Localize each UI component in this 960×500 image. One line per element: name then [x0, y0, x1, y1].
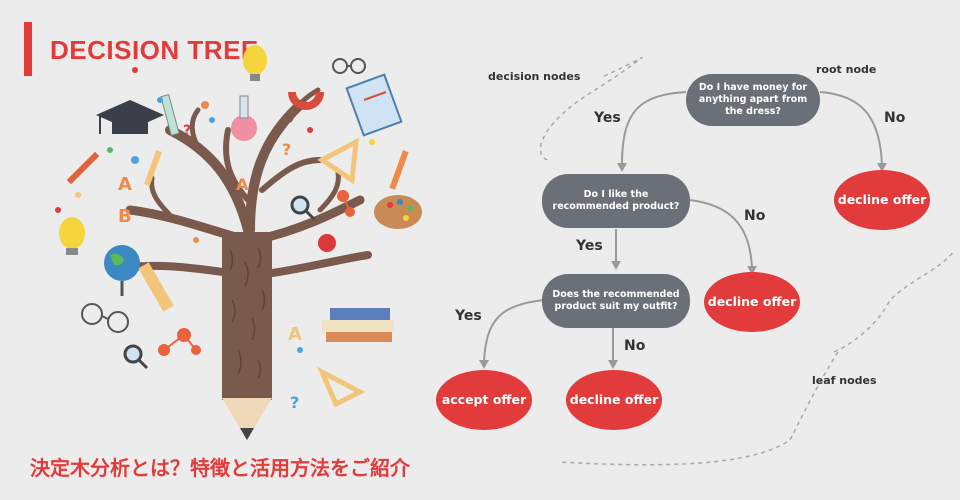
decorative-dots: [55, 67, 375, 353]
magnifier-left-icon: [123, 344, 149, 370]
triangle-ruler-bottom-icon: [316, 366, 366, 408]
glasses-left-icon: [81, 303, 129, 333]
diagram-connectors: [483, 91, 883, 363]
edge-no-1: No: [884, 110, 906, 126]
root-decision-node: Do I have money for anything apart from …: [686, 74, 820, 126]
accept-offer-leaf: accept offer: [436, 370, 532, 430]
test-tube-icon: [160, 94, 180, 136]
page-subtitle: 決定木分析とは？特徴と活用方法をご紹介: [30, 456, 410, 480]
edge-yes-3: Yes: [455, 308, 482, 324]
lightbulb-icon: [243, 45, 267, 81]
apple-icon: [318, 234, 336, 252]
books-icon: [322, 308, 394, 342]
flask-icon: [231, 95, 257, 141]
edge-no-2: No: [744, 208, 766, 224]
tree-trunk: [222, 232, 272, 400]
letter-b-icon: B: [118, 206, 132, 227]
graduation-cap-icon: [96, 100, 164, 134]
molecule-icon: [158, 328, 201, 356]
molecule-right-icon: [337, 190, 355, 217]
decline-offer-suit-leaf: decline offer: [566, 370, 662, 430]
letter-a3-icon: A: [288, 324, 302, 345]
suit-decision-node: Does the recommended product suit my out…: [542, 274, 690, 328]
pencil-left-icon: [66, 151, 100, 185]
clipboard-icon: [345, 73, 403, 137]
root-node-label: root node: [816, 63, 877, 76]
decline-offer-root-leaf: decline offer: [834, 170, 930, 230]
lightbulb-left-icon: [59, 217, 85, 255]
edge-yes-1: Yes: [594, 110, 621, 126]
glasses-icon: [332, 58, 366, 74]
like-decision-node: Do I like the recommended product?: [542, 174, 690, 228]
leaf-nodes-label: leaf nodes: [812, 374, 877, 387]
decline-offer-like-leaf: decline offer: [704, 272, 800, 332]
magnifier-icon: [290, 195, 316, 221]
arrowheads: [479, 163, 887, 369]
magnet-icon: [288, 91, 324, 110]
title-accent-bar: [24, 22, 32, 76]
edge-no-3: No: [624, 338, 646, 354]
letter-a2-icon: A: [236, 175, 249, 194]
ruler-icon: [138, 262, 174, 312]
decision-nodes-label: decision nodes: [488, 70, 581, 83]
question-mark-2-icon: ?: [290, 393, 299, 412]
pencil-icon: [389, 150, 409, 190]
page-title: DECISION TREE: [50, 35, 259, 65]
pencil-tip: [222, 398, 272, 440]
annotation-dashed-lines: [539, 56, 956, 466]
letter-a-icon: A: [118, 174, 132, 195]
triangle-ruler-icon: [317, 137, 359, 185]
question-mark-icon: ?: [282, 140, 291, 159]
globe-icon: [104, 245, 140, 296]
question-mark-3-icon: ?: [183, 123, 191, 139]
palette-icon: [374, 195, 422, 229]
edge-yes-2: Yes: [576, 238, 603, 254]
